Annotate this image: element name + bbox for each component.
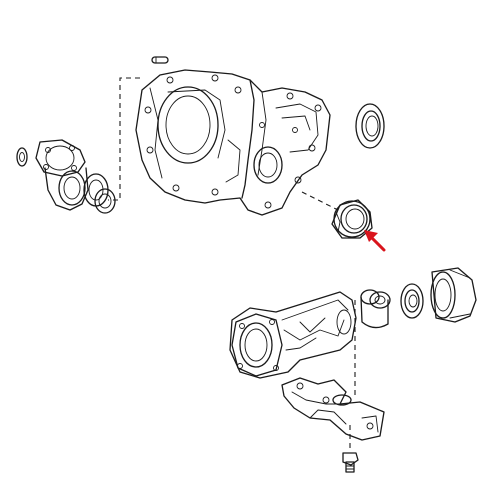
bearing-ring bbox=[400, 283, 424, 319]
rear-extension-housing bbox=[229, 291, 357, 379]
dowel-pin bbox=[151, 56, 169, 64]
dust-deflector bbox=[430, 267, 477, 323]
mounting-bracket bbox=[281, 377, 385, 441]
arrow-icon bbox=[364, 230, 386, 252]
spacer-sleeve bbox=[360, 289, 391, 329]
bracket-bolt bbox=[342, 452, 359, 473]
output-flange-assembly bbox=[16, 139, 116, 214]
assembly-guide-lines bbox=[108, 77, 356, 450]
transfer-case-front-housing bbox=[135, 69, 331, 216]
outer-oil-seal bbox=[355, 103, 385, 149]
